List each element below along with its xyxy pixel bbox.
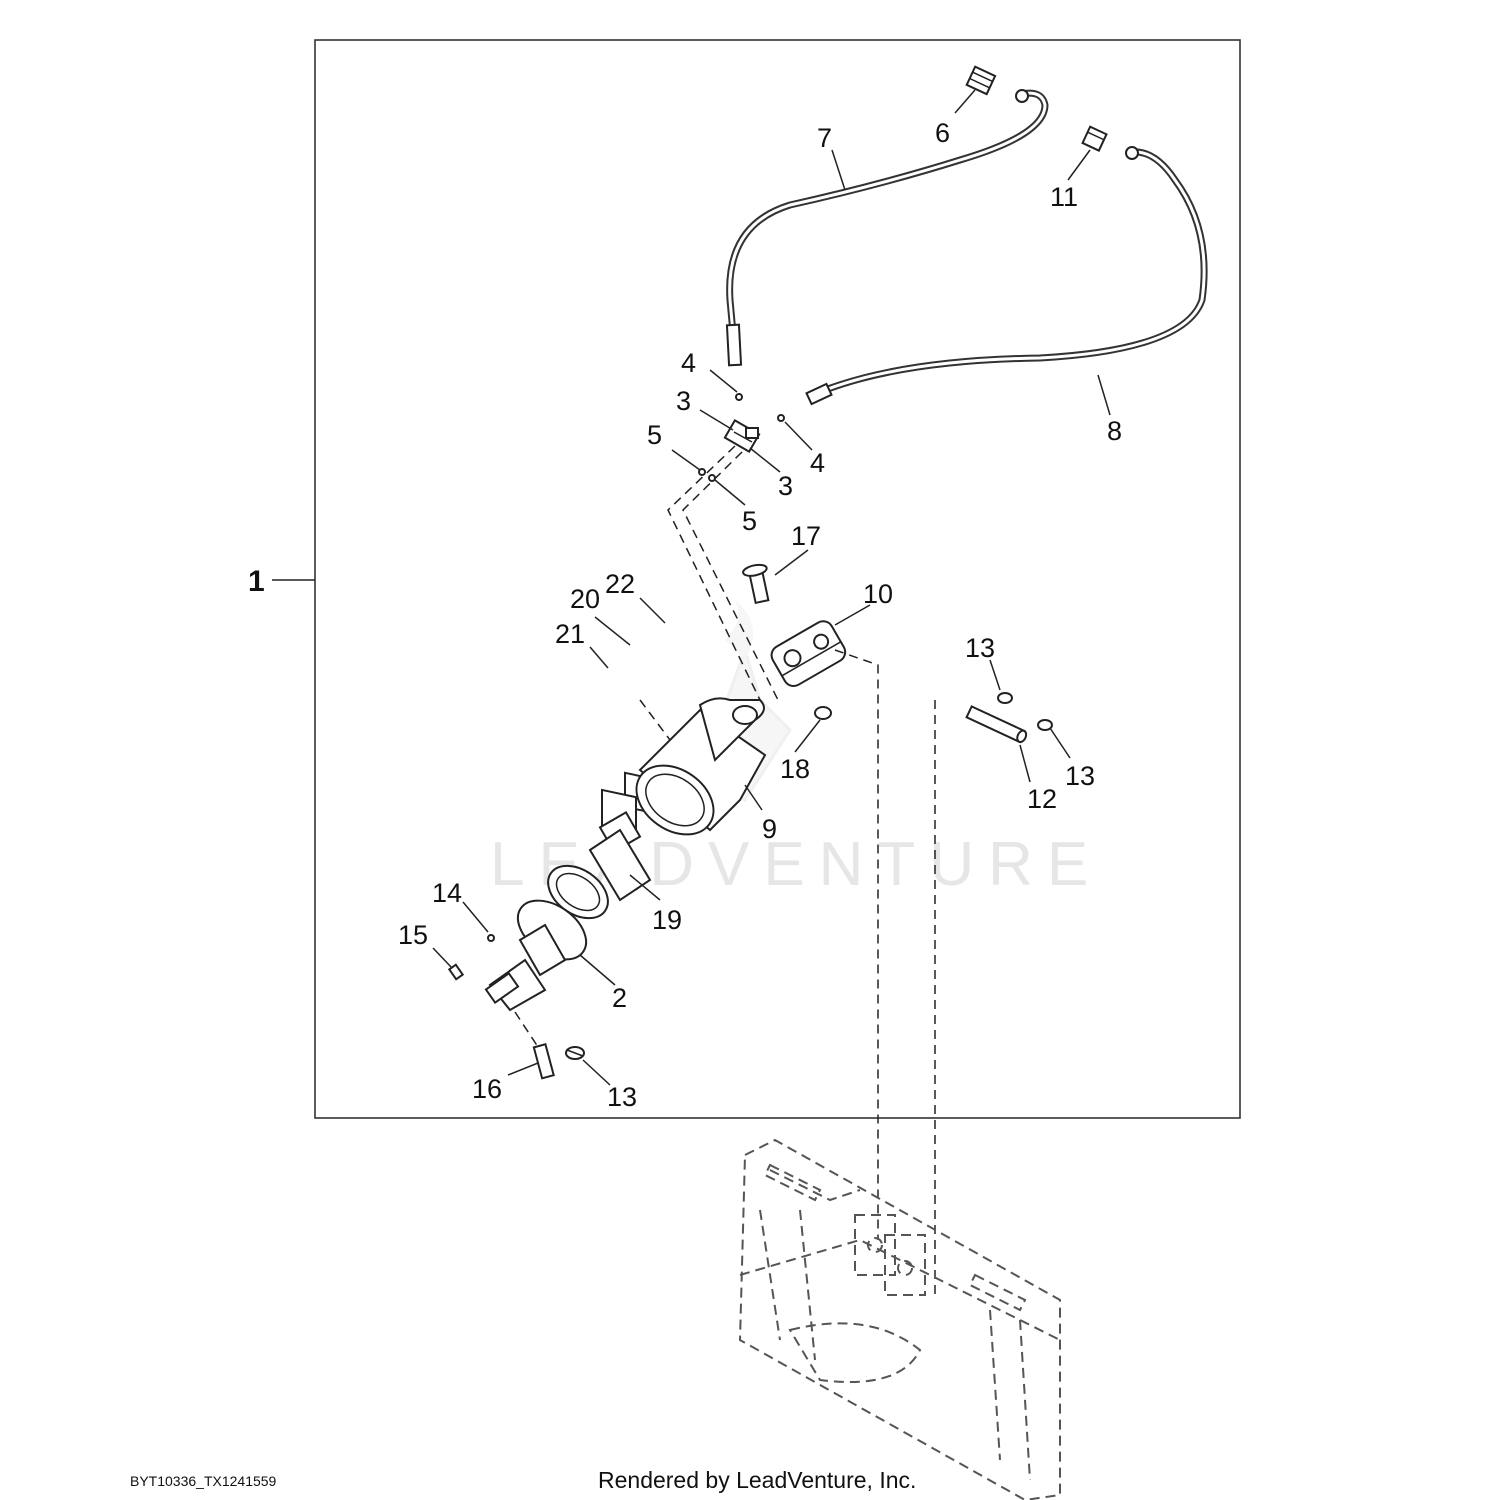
pin-12	[965, 705, 1028, 744]
callout-17: 17	[791, 521, 821, 551]
routing-line-a	[667, 445, 761, 701]
callout-10: 10	[863, 579, 893, 609]
leader-lines	[432, 89, 1111, 1086]
o-ring-4a	[735, 393, 743, 401]
washer-14	[487, 934, 495, 942]
callout-3b: 3	[778, 471, 793, 501]
callout-7: 7	[817, 123, 832, 153]
pin-17	[742, 563, 770, 605]
hydraulic-hose-8	[805, 146, 1208, 406]
pin-16-routing-line	[514, 1011, 541, 1051]
hydraulic-hose-7	[725, 89, 1049, 367]
clevis-bracket-10	[770, 620, 847, 688]
callout-13b: 13	[1065, 761, 1095, 791]
callout-3a: 3	[676, 386, 691, 416]
callout-5b: 5	[742, 506, 757, 536]
pin-16	[532, 1043, 555, 1080]
clip-13-right	[1037, 719, 1053, 731]
alignment-line-clevis	[834, 649, 879, 1240]
callout-19: 19	[652, 905, 682, 935]
fitting-6	[965, 65, 997, 96]
bolt-15	[447, 963, 465, 981]
callout-22: 22	[605, 569, 635, 599]
callout-9: 9	[762, 814, 777, 844]
drive-shaft-2	[484, 899, 588, 1012]
callout-6: 6	[935, 118, 950, 148]
washer-18	[814, 706, 832, 720]
tee-fitting-3	[723, 418, 761, 454]
o-ring-5a	[698, 468, 706, 476]
callout-16: 16	[472, 1074, 502, 1104]
routing-line-b	[682, 451, 779, 701]
hydraulic-motor-9	[635, 697, 767, 836]
drawing-id: BYT10336_TX1241559	[130, 1473, 277, 1489]
callout-18: 18	[780, 754, 810, 784]
fitting-11	[1081, 125, 1108, 152]
callout-5a: 5	[647, 420, 662, 450]
callout-21: 21	[555, 619, 585, 649]
callout-4b: 4	[810, 448, 825, 478]
callout-8: 8	[1107, 416, 1122, 446]
callout-2: 2	[612, 983, 627, 1013]
callout-13a: 13	[965, 633, 995, 663]
clip-13-lower	[565, 1046, 585, 1060]
callout-12: 12	[1027, 784, 1057, 814]
o-ring-5b	[708, 474, 716, 482]
render-credit: Rendered by LeadVenture, Inc.	[598, 1467, 916, 1493]
quick-attach-frame	[738, 1138, 1061, 1500]
callout-15: 15	[398, 920, 428, 950]
callout-1: 1	[248, 565, 265, 598]
callout-4a: 4	[681, 348, 696, 378]
callout-20: 20	[570, 584, 600, 614]
kit-boundary-box	[314, 39, 1241, 1119]
clip-13-upper	[997, 692, 1013, 704]
coupler-19	[547, 811, 652, 920]
callout-13c: 13	[607, 1082, 637, 1112]
callout-14: 14	[432, 878, 462, 908]
callout-11: 11	[1050, 182, 1078, 212]
o-ring-4b	[777, 414, 785, 422]
